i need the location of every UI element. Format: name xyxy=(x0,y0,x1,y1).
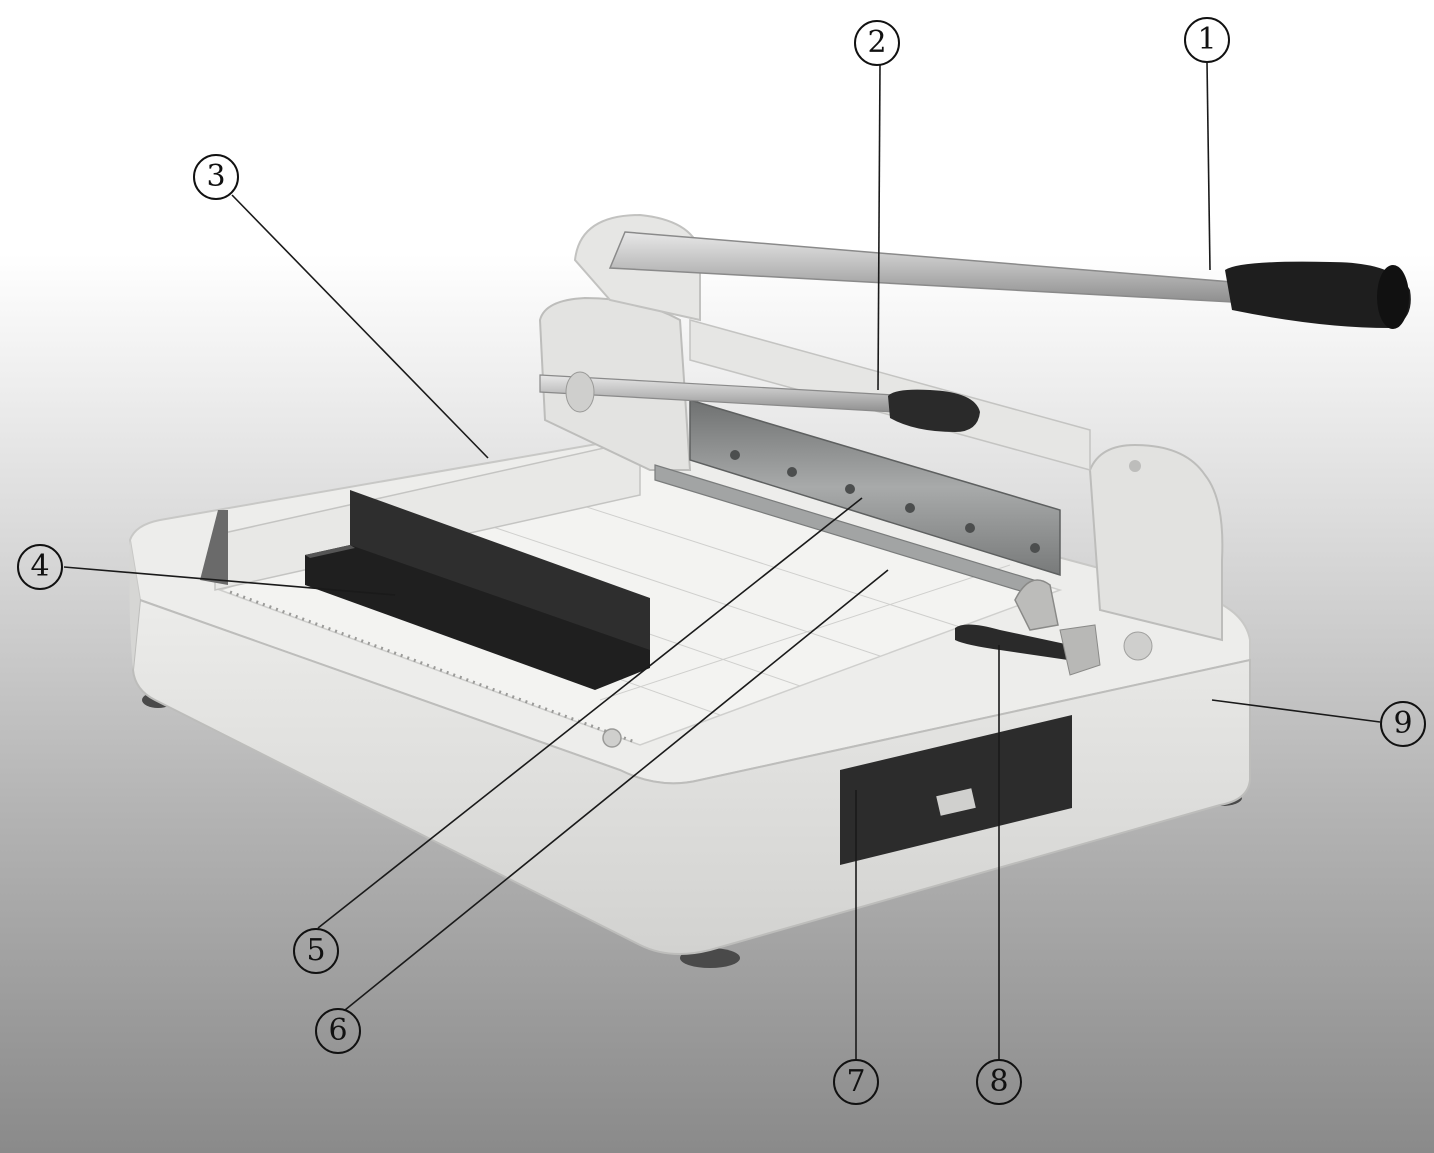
callout-3: 3 xyxy=(193,154,239,200)
leader-line-4 xyxy=(63,566,396,596)
callout-6: 6 xyxy=(315,1008,361,1054)
paper-clamp-top xyxy=(350,490,650,668)
clamp-handle-grip xyxy=(888,389,980,432)
blade-bolts xyxy=(730,450,1040,553)
ruler-knob xyxy=(602,728,622,748)
base-front xyxy=(131,598,1251,955)
lock-lever-base xyxy=(1059,624,1101,676)
callout-5: 5 xyxy=(293,928,339,974)
ruler-front xyxy=(229,590,636,744)
callout-8: 8 xyxy=(976,1059,1022,1105)
blade-guard xyxy=(1014,579,1059,631)
callout-7: 7 xyxy=(833,1059,879,1105)
leader-line-9 xyxy=(1211,699,1381,723)
leader-line-1 xyxy=(1206,61,1211,271)
lock-lever xyxy=(955,624,1070,660)
front-control-box xyxy=(840,715,1072,865)
callout-9: 9 xyxy=(1380,701,1426,747)
callout-4: 4 xyxy=(17,544,63,590)
side-square xyxy=(200,510,228,585)
leader-line-3 xyxy=(231,194,489,459)
leader-line-5 xyxy=(317,497,863,929)
callout-2: 2 xyxy=(854,20,900,66)
right-housing xyxy=(1088,443,1224,642)
paper-clamp-foot xyxy=(305,545,650,690)
leader-line-6 xyxy=(344,569,889,1011)
main-handle-grip xyxy=(1225,261,1411,328)
leader-line-2 xyxy=(877,64,881,391)
callout-1: 1 xyxy=(1184,17,1230,63)
